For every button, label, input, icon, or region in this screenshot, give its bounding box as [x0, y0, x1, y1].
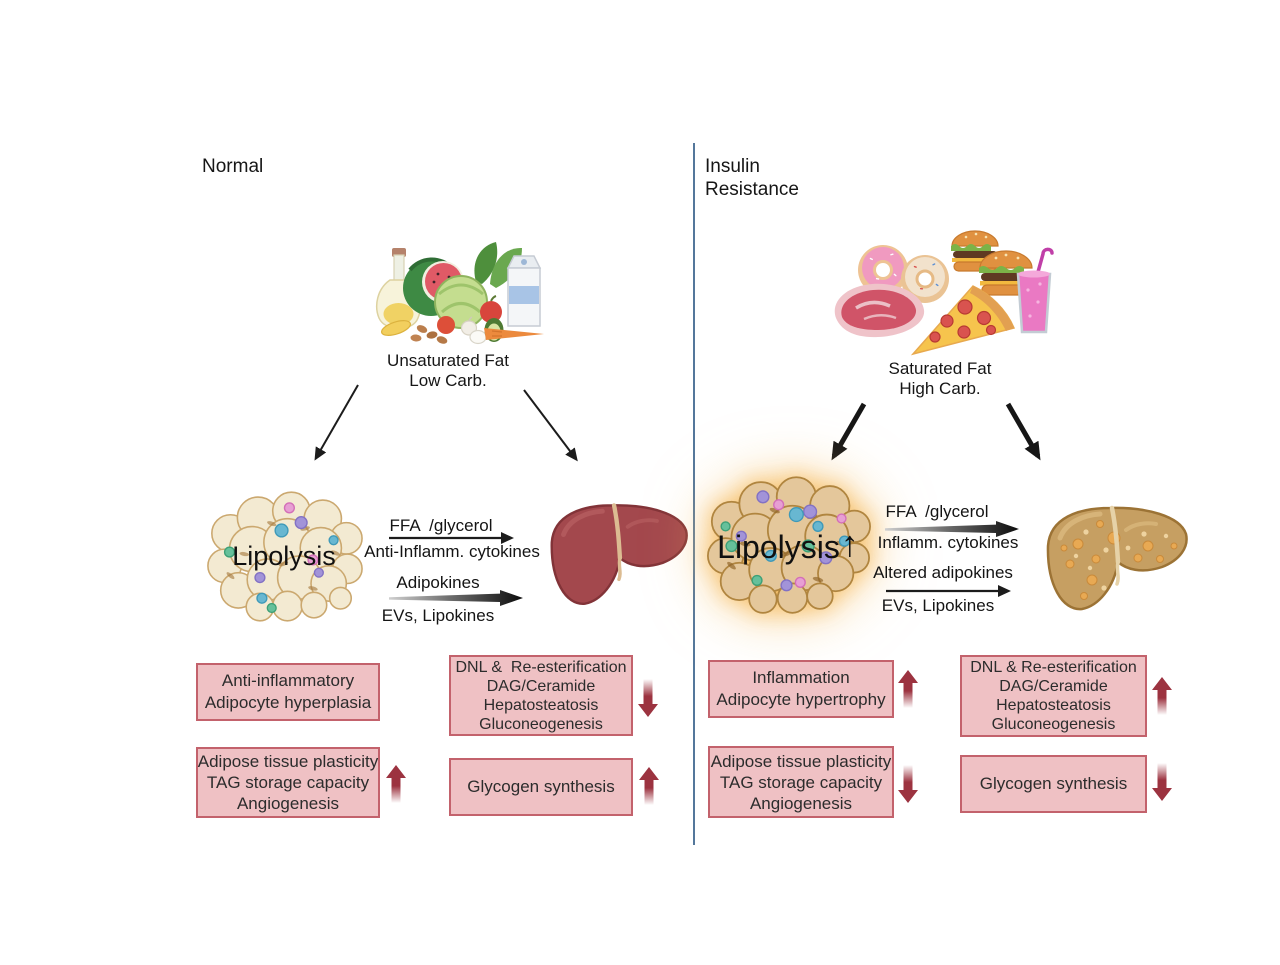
healthy-liver-icon [550, 503, 688, 605]
right-flow1-label-below: Inflamm. cytokines [877, 533, 1019, 552]
right-food-to-liver-arrow [1005, 402, 1041, 461]
right-adipose-tissue: Lipolysis↑ [702, 463, 874, 631]
box-line: Adipocyte hyperplasia [204, 693, 372, 712]
increase-arrow [1152, 677, 1172, 715]
adipose-cells-hypertrophic-icon [707, 476, 871, 614]
right-box-dnl: DNL & Re-esterification DAG/Ceramide Hep… [960, 655, 1147, 737]
right-food-caption-line1: Saturated Fat [888, 359, 992, 378]
left-flow2-label-above: Adipokines [396, 573, 480, 592]
box-line: Angiogenesis [236, 794, 340, 813]
left-flow2-label-below: EVs, Lipokines [381, 606, 495, 625]
decrease-arrow [638, 679, 658, 717]
left-flow1-label-above: FFA /glycerol [389, 516, 493, 535]
left-box-antiinflammatory: Anti-inflammatory Adipocyte hyperplasia [196, 663, 380, 721]
left-food-to-adipose-arrow [314, 384, 359, 461]
box-line: Adipose tissue plasticity [710, 751, 892, 771]
right-food-to-adipose-arrow [831, 402, 867, 461]
box-line: DAG/Ceramide [486, 677, 596, 695]
donut-pink-icon [858, 245, 908, 295]
almonds-icon [410, 325, 448, 344]
box-line: Glycogen synthesis [979, 774, 1128, 793]
box-line: DAG/Ceramide [999, 678, 1108, 695]
left-adipose-tissue: Lipolysis [203, 482, 365, 630]
lipolysis-increase-arrow: ↑ [840, 523, 859, 564]
immune-cells-icon [720, 490, 851, 592]
right-lipolysis-label: Lipolysis↑ [717, 523, 859, 565]
right-flow2-thin-arrow [886, 585, 1011, 597]
left-box-dnl: DNL & Re-esterification DAG/Ceramide Hep… [449, 655, 633, 736]
milkshake-icon [1016, 247, 1054, 334]
right-food-caption-line2: High Carb. [899, 378, 981, 398]
box-line: Inflammation [752, 668, 850, 687]
box-line: Hepatosteatosis [483, 696, 599, 714]
increase-arrow [898, 670, 918, 708]
left-food-caption-line2: Low Carb. [409, 370, 487, 390]
right-box-glycogen: Glycogen synthesis [960, 755, 1147, 813]
increase-arrow [386, 765, 406, 803]
right-panel-title-line1: Insulin [705, 156, 760, 177]
left-lipolysis-label: Lipolysis [232, 540, 336, 571]
left-box-plasticity: Adipose tissue plasticity TAG storage ca… [196, 747, 380, 818]
carrot-icon [484, 328, 544, 340]
apple-icon [437, 295, 502, 334]
cabbage-icon [434, 275, 488, 329]
burger-icon [951, 230, 999, 272]
box-line: Adipose tissue plasticity [197, 752, 379, 771]
milk-carton-icon [506, 255, 542, 327]
decrease-arrow [898, 765, 918, 803]
box-line: Anti-inflammatory [221, 671, 355, 690]
box-line: TAG storage capacity [719, 772, 883, 792]
box-line: Angiogenesis [749, 793, 853, 813]
left-food-caption: Unsaturated Fat Low Carb. [348, 351, 548, 390]
right-flow2-label-above: Altered adipokines [873, 563, 1013, 582]
box-line: Adipocyte hypertrophy [716, 690, 886, 709]
corn-icon [381, 320, 411, 336]
adipose-cells-normal-icon [207, 491, 363, 622]
left-flow1-label-below: Anti-Inflamm. cytokines [364, 542, 540, 561]
fatty-liver-icon [1046, 505, 1188, 611]
box-line: Glycogen synthesis [467, 777, 615, 796]
right-box-plasticity: Adipose tissue plasticity TAG storage ca… [708, 746, 894, 818]
junk-food-icon [834, 230, 1054, 356]
right-box-inflammation: Inflammation Adipocyte hypertrophy [708, 660, 894, 718]
left-food-to-liver-arrow [523, 389, 578, 462]
right-flow2-label-below: EVs, Lipokines [881, 596, 995, 615]
left-panel-title: Normal [202, 156, 264, 177]
increase-arrow [639, 767, 659, 805]
box-line: Gluconeogenesis [479, 715, 603, 733]
right-panel-title-line2: Resistance [705, 179, 799, 200]
box-line: TAG storage capacity [206, 773, 370, 792]
box-line: DNL & Re-esterification [455, 658, 627, 676]
burger-icon [979, 250, 1033, 296]
egg-icon [469, 329, 487, 345]
box-line: DNL & Re-esterification [970, 659, 1137, 676]
box-line: Gluconeogenesis [991, 716, 1116, 733]
panel-divider [693, 143, 695, 845]
box-line: Hepatosteatosis [996, 697, 1111, 714]
right-flow1-thick-arrow [885, 521, 1019, 537]
right-flow1-label-above: FFA /glycerol [885, 502, 989, 521]
left-food-caption-line1: Unsaturated Fat [387, 351, 509, 370]
immune-cells-icon [223, 502, 339, 614]
decrease-arrow [1152, 763, 1172, 801]
left-flow2-thick-arrow [389, 590, 523, 606]
pizza-slice-icon [910, 285, 1016, 356]
right-food-caption: Saturated Fat High Carb. [840, 359, 1040, 398]
steak-icon [834, 283, 925, 338]
right-panel-title: Insulin Resistance [705, 155, 799, 201]
left-flow1-thin-arrow [389, 532, 514, 544]
healthy-food-icon [376, 242, 544, 345]
left-box-glycogen: Glycogen synthesis [449, 758, 633, 816]
donut-cream-icon [901, 255, 949, 303]
